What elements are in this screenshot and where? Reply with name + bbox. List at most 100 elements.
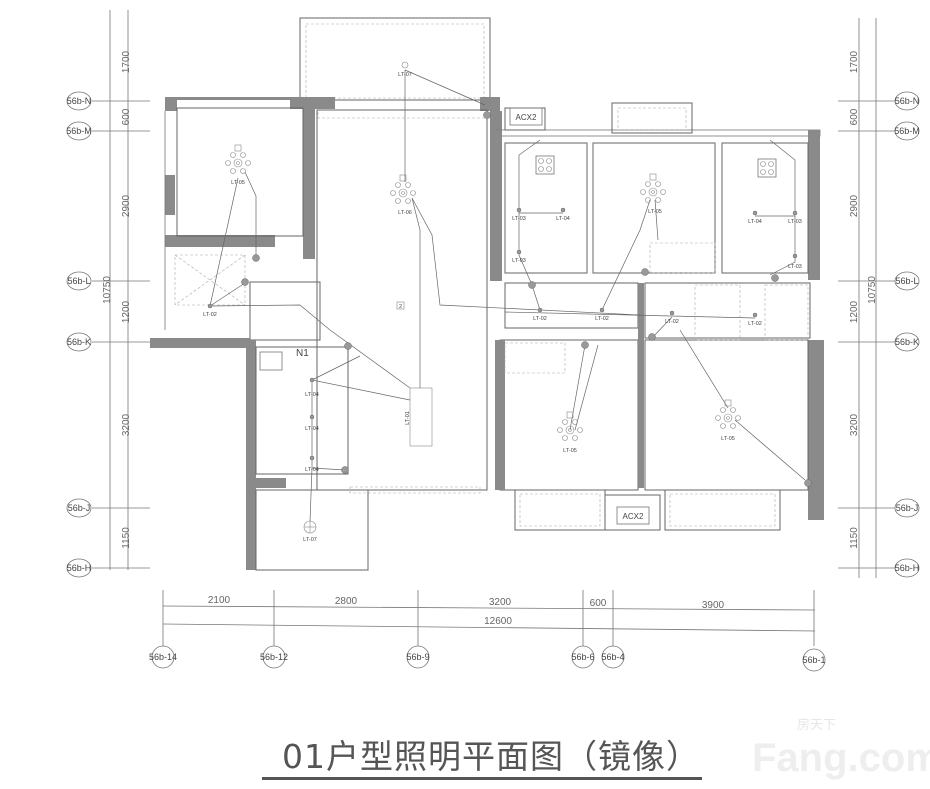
axis-bubble: 56b-12 — [260, 645, 288, 669]
right-dimensions: 1700 600 2900 1200 3200 1150 10750 56b-N… — [838, 18, 920, 578]
svg-text:56b-L: 56b-L — [895, 276, 918, 286]
svg-text:56b-4: 56b-4 — [601, 652, 624, 662]
dim-right-total: 10750 — [867, 276, 878, 304]
fixtures — [207, 61, 812, 534]
light-point-icon — [752, 210, 758, 216]
watermark-cn: 房天下 — [797, 718, 837, 733]
svg-text:56b-M: 56b-M — [66, 126, 92, 136]
light-point-icon — [560, 207, 566, 213]
axis-bubble: 56b-N — [66, 91, 92, 111]
walls — [150, 17, 824, 571]
watermark-logo: Fang.com — [752, 736, 930, 780]
light-point-icon — [752, 312, 758, 318]
dim-right-1: 600 — [849, 108, 860, 125]
dim-bottom-3: 600 — [590, 598, 607, 609]
dim-bottom-total: 12600 — [484, 616, 512, 627]
axis-bubble: 56b-4 — [601, 645, 625, 669]
chandelier-icon — [225, 144, 251, 174]
bath-tag: N1 — [296, 348, 309, 359]
drawing-title: 01户型照明平面图（镜像） — [282, 737, 700, 776]
wiring — [209, 69, 806, 523]
switch-icon — [252, 254, 260, 262]
svg-text:56b-6: 56b-6 — [571, 652, 594, 662]
fixture-label: LT-07 — [398, 72, 412, 78]
dim-left-3: 1200 — [121, 300, 132, 323]
fixture-label: LT-02 — [748, 321, 762, 327]
fixture-label: LT-04 — [305, 426, 319, 432]
dim-right-5: 1150 — [849, 527, 860, 549]
light-point-icon — [309, 455, 315, 461]
light-point-icon — [516, 207, 522, 213]
fixture-label: LT-06 — [398, 210, 412, 216]
axis-bubble: 56b-9 — [406, 645, 430, 669]
svg-text:56b-H: 56b-H — [895, 563, 920, 573]
svg-text:56b-K: 56b-K — [67, 337, 91, 347]
dim-right-0: 1700 — [849, 50, 860, 73]
dim-left-0: 1700 — [121, 50, 132, 73]
acx2-label: ACX2 — [623, 512, 644, 521]
dim-right-2: 2900 — [849, 194, 860, 217]
room-tag: 2 — [399, 304, 402, 310]
light-point-icon — [792, 253, 798, 259]
svg-text:56b-J: 56b-J — [896, 503, 919, 513]
light-point-icon — [309, 414, 315, 420]
svg-text:56b-12: 56b-12 — [260, 652, 288, 662]
light-point-icon — [792, 210, 798, 216]
title-underline — [262, 777, 702, 780]
axis-bubble: 56b-H — [894, 558, 920, 578]
dim-left-2: 2900 — [121, 194, 132, 217]
svg-text:56b-1: 56b-1 — [802, 655, 825, 665]
axis-bubble: 56b-14 — [149, 645, 177, 669]
light-point-icon — [537, 307, 543, 313]
light-point-icon — [309, 377, 315, 383]
svg-text:56b-K: 56b-K — [895, 337, 919, 347]
fixture-label: LT-07 — [303, 537, 317, 543]
svg-text:56b-L: 56b-L — [67, 276, 90, 286]
svg-text:56b-J: 56b-J — [68, 503, 91, 513]
fixture-label: LT-02 — [595, 316, 609, 322]
chandelier-icon — [390, 174, 416, 204]
fixture-label: LT-01 — [405, 411, 411, 425]
dim-left-4: 3200 — [121, 413, 132, 436]
svg-text:56b-N: 56b-N — [67, 96, 92, 106]
axis-bubble: 56b-M — [894, 121, 920, 141]
fixture-label: LT-04 — [305, 392, 319, 398]
fixture-label: LT-04 — [748, 219, 762, 225]
axis-bubble: 56b-L — [894, 271, 920, 291]
fixture-label: LT-05 — [721, 436, 735, 442]
fixture-label: LT-02 — [203, 312, 217, 318]
dim-left-1: 600 — [121, 108, 132, 125]
switch-icon — [528, 281, 536, 289]
range-hood-icon — [757, 158, 777, 178]
fixture-label: LT-04 — [556, 216, 570, 222]
fixture-label: LT-05 — [231, 180, 245, 186]
switch-icon — [344, 342, 352, 350]
fixture-label: LT-02 — [665, 319, 679, 325]
switch-icon — [648, 333, 656, 341]
bottom-dimensions: 2100 2800 3200 600 3900 12600 56b-14 56b… — [149, 590, 826, 672]
dim-bottom-4: 3900 — [702, 600, 725, 611]
fixture-label: LT-05 — [648, 209, 662, 215]
axis-bubble: 56b-N — [894, 91, 920, 111]
dim-left-5: 1150 — [121, 527, 132, 549]
axis-bubble: 56b-J — [66, 498, 92, 518]
dim-left-total: 10750 — [102, 276, 113, 304]
axis-bubble: 56b-6 — [571, 645, 595, 669]
fixture-label: LT-04 — [305, 467, 319, 473]
switch-icon — [771, 274, 779, 282]
left-dimensions: 1700 600 2900 1200 3200 1150 10750 56b-N… — [66, 10, 150, 578]
svg-text:56b-M: 56b-M — [894, 126, 920, 136]
axis-bubble: 56b-1 — [802, 648, 826, 672]
fixture-label: LT-02 — [533, 316, 547, 322]
switch-icon — [483, 111, 491, 119]
fixture-label: LT-03 — [788, 219, 802, 225]
light-point-icon — [516, 249, 522, 255]
dim-bottom-1: 2800 — [335, 596, 358, 607]
equipment: ACX2 ACX2 2 N1 — [296, 107, 650, 525]
switch-icon — [341, 466, 349, 474]
fixture-label: LT-03 — [512, 258, 526, 264]
ceiling-light-icon — [401, 61, 409, 69]
axis-bubble: 56b-K — [66, 332, 92, 352]
svg-text:56b-9: 56b-9 — [406, 652, 429, 662]
